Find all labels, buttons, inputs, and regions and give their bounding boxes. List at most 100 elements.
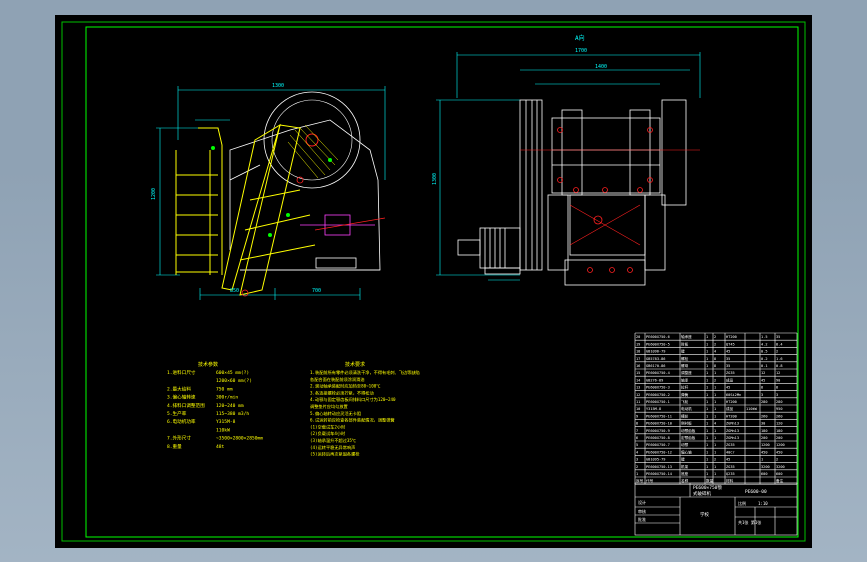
bom-cell: 3200 — [761, 465, 770, 469]
bom-cell: 1 — [706, 357, 708, 361]
spec-value: 48t — [216, 444, 225, 450]
bom-cell: 1 — [706, 386, 708, 390]
spec-heading: 技术参数 — [198, 361, 218, 368]
spec-label: 3.偏心轴转速 — [167, 394, 196, 401]
bom-cell: 180 — [776, 429, 783, 433]
bom-cell: GB1095-79 — [646, 458, 665, 462]
bom-cell: 4 — [714, 422, 716, 426]
bom-cell: GB276-89 — [646, 378, 663, 382]
bom-cell: 450 — [776, 450, 783, 454]
note-line: (4)运转平稳无异常响声 — [310, 444, 355, 451]
outer-frame — [61, 21, 806, 542]
spec-label: 1.进料口尺寸 — [167, 369, 196, 376]
bom-cell: 2 — [776, 350, 778, 354]
bom-cell: 8 — [714, 357, 716, 361]
note-line: (1)空载试车2小时 — [310, 423, 346, 430]
bom-cell: QT45 — [726, 342, 735, 346]
bom-cell: 轴承座 — [681, 334, 692, 339]
dim-left-bottom-1: 850 — [230, 288, 239, 294]
technical-notes: 技术要求 1.装配前所有零件必须清洗干净，不得有毛刺、飞边等缺陷 各配合面在装配… — [310, 361, 420, 458]
bom-cell: Q235 — [726, 472, 735, 476]
bom-cell: HT200 — [726, 414, 737, 418]
note-line: 3.各连接螺栓必须拧紧，不得松动 — [310, 389, 374, 396]
bom-cell: ZGMn13 — [726, 429, 739, 433]
bom-cell: 飞轮 — [681, 399, 689, 404]
bom-cell: 180 — [761, 429, 768, 433]
dim-right-height: 1300 — [432, 173, 438, 185]
bom-cell: PE600X750-13 — [646, 465, 672, 469]
bom-cell: 1 — [706, 472, 708, 476]
bom-cell: 4 — [636, 450, 638, 454]
view-label: A向 — [575, 34, 585, 42]
note-line: (2)负载试车4小时 — [310, 430, 346, 437]
bom-cell: PE600X750-11 — [646, 414, 672, 418]
bom-cell: PE600X750-7 — [646, 443, 670, 447]
bom-cell: 轴承 — [681, 377, 689, 382]
dim-left-overall: 1300 — [272, 83, 284, 89]
bom-cell: 螺母 — [681, 363, 689, 368]
inner-frame — [85, 26, 799, 538]
bom-header-cell: 名称 — [681, 478, 689, 483]
note-line: 2.滚动轴承装配时应加热至80~100℃ — [310, 383, 380, 390]
bom-cell: ZG35 — [726, 371, 735, 375]
note-line: 5.偏心轴转动应灵活无卡阻 — [310, 410, 362, 417]
bom-cell: 0.1 — [761, 364, 768, 368]
dim-left-bottom-2: 700 — [312, 288, 321, 294]
side-view: 1300 1200 850 700 — [151, 83, 386, 300]
bom-cell: 3 — [636, 458, 638, 462]
bom-cell: 2 — [636, 465, 638, 469]
model-space — [55, 15, 812, 548]
dim-right-overall: 1700 — [575, 48, 587, 54]
bom-cell: 5 — [636, 443, 638, 447]
bom-cell: 1200 — [761, 443, 770, 447]
checker-label: 审核 — [638, 508, 646, 514]
bom-cell: HT200 — [726, 335, 737, 339]
bom-cell: 60Si2Mn — [726, 393, 741, 397]
bom-cell: 1 — [714, 443, 716, 447]
bom-cell: HT200 — [726, 400, 737, 404]
bom-cell: 35 — [726, 357, 730, 361]
bom-cell: 1 — [706, 364, 708, 368]
bom-cell: 弹簧 — [681, 392, 689, 397]
drawing-title: PE600×750颚 — [693, 485, 722, 491]
bom-cell: 1200 — [776, 443, 785, 447]
bom-cell: PE600X750-2 — [646, 393, 670, 397]
bom-cell: 13 — [636, 386, 640, 390]
bom-cell: GB6170-86 — [646, 364, 665, 368]
spec-label: 7.外形尺寸 — [167, 435, 191, 442]
bom-cell: 8 — [636, 422, 638, 426]
bom-cell: 1 — [706, 400, 708, 404]
bom-cell: GB5783-86 — [646, 357, 665, 361]
bom-cell: 2 — [714, 458, 716, 462]
bom-cell: 1 — [706, 443, 708, 447]
bom-cell: 动颚齿板 — [681, 428, 696, 433]
bom-cell: 偏心轴 — [681, 449, 692, 454]
bom-header-cell: 数量 — [706, 478, 714, 483]
bom-cell: 1 — [714, 393, 716, 397]
bom-cell: 600 — [761, 472, 768, 476]
bom-cell: 8 — [761, 386, 763, 390]
bom-cell: 机架 — [681, 464, 689, 469]
bom-header-cell: 代号 — [646, 478, 654, 483]
bom-cell: 20 — [636, 335, 640, 339]
bom-cell: PE600X750-8 — [646, 436, 670, 440]
bom-cell: 定颚齿板 — [681, 435, 696, 440]
bom-cell: PE600X750-6 — [646, 335, 670, 339]
designer-label: 设计 — [638, 499, 646, 505]
bom-cell: 16 — [636, 364, 640, 368]
bom-cell: 1 — [706, 342, 708, 346]
dim-right-inner: 1400 — [595, 64, 607, 70]
bom-cell: 1 — [714, 386, 716, 390]
spec-value: ~3500×2800×2850mm — [216, 436, 263, 442]
bom-cell: 45 — [726, 350, 730, 354]
spec-value: 600×45 mm(?) — [216, 370, 249, 376]
bom-cell: 1 — [706, 422, 708, 426]
bom-cell: 12 — [636, 393, 640, 397]
bom-cell: 45 — [761, 378, 765, 382]
bom-cell: 2 — [714, 335, 716, 339]
bom-cell: Y315M-8 — [646, 407, 661, 411]
spec-value: 120~240 mm — [216, 403, 244, 409]
bom-cell: 8 — [776, 386, 778, 390]
approver-label: 批准 — [638, 516, 646, 522]
bom-cell: 120 — [776, 422, 783, 426]
